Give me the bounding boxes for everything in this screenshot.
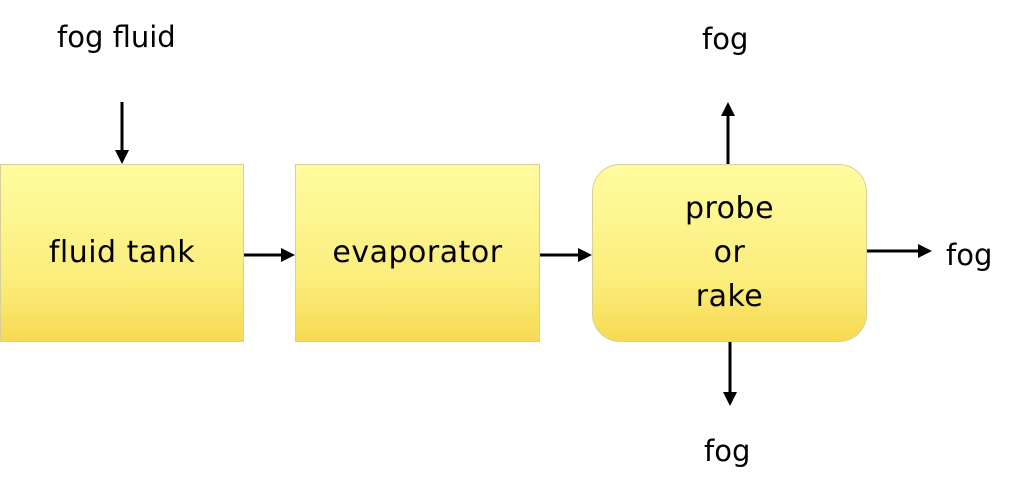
probe-or-rake-box: probe or rake [592, 164, 867, 342]
evaporator-label: evaporator [332, 235, 503, 270]
probe-label-line-3: rake [695, 279, 764, 314]
probe-label-line-1: probe [684, 191, 775, 226]
fog-output-bottom-label: fog [704, 434, 751, 468]
arrow-tank-to-evaporator [244, 248, 295, 262]
fog-output-right-label: fog [946, 238, 993, 272]
fog-fluid-label: fog fluid [57, 20, 176, 54]
fluid-tank-box: fluid tank [0, 164, 244, 342]
evaporator-box: evaporator [295, 164, 540, 342]
arrow-input-to-tank [115, 102, 129, 164]
probe-label-line-2: or [713, 235, 746, 270]
probe-or-rake-label: probe or rake [685, 187, 774, 319]
arrow-probe-to-fog-top [721, 102, 735, 164]
fog-output-top-label: fog [702, 22, 749, 56]
arrow-evaporator-to-probe [540, 248, 592, 262]
fluid-tank-label: fluid tank [48, 235, 196, 270]
arrow-probe-to-fog-right [867, 244, 932, 258]
arrow-probe-to-fog-bottom [723, 342, 737, 406]
